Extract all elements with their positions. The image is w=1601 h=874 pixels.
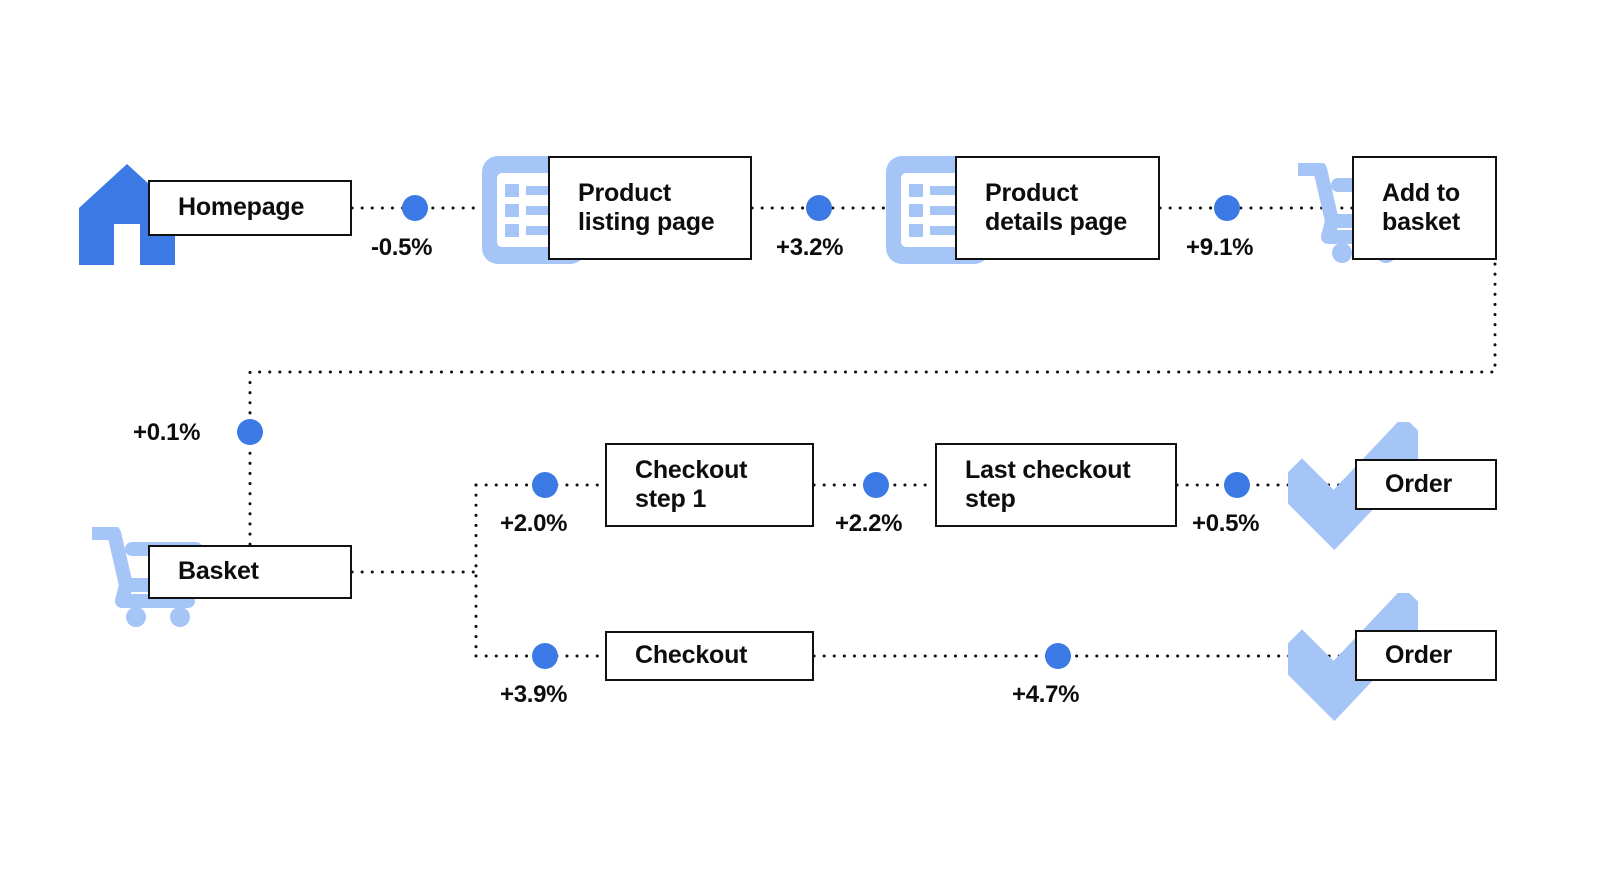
edge-value-product-details-to-add-to-basket: +9.1% bbox=[1186, 234, 1254, 261]
node-last-checkout-step[interactable]: Last checkout step bbox=[935, 443, 1177, 527]
edge-value-product-listing-to-product-details: +3.2% bbox=[776, 234, 844, 261]
node-label: Order bbox=[1385, 469, 1453, 498]
node-product-details-page[interactable]: Product details page bbox=[955, 156, 1160, 260]
node-label: Add to basket bbox=[1382, 178, 1461, 237]
edge-value-checkout-to-order-bottom: +4.7% bbox=[1012, 681, 1080, 708]
node-homepage[interactable]: Homepage bbox=[148, 180, 352, 236]
edge-value-basket-to-checkout-step-1: +2.0% bbox=[500, 510, 568, 537]
edge-value-checkout-step-1-to-last-checkout-step: +2.2% bbox=[835, 510, 903, 537]
node-product-listing-page[interactable]: Product listing page bbox=[548, 156, 752, 260]
node-label: Product listing page bbox=[578, 178, 715, 237]
edge-dot-checkout-to-order-bottom[interactable] bbox=[1045, 643, 1071, 669]
node-label: Basket bbox=[178, 557, 259, 586]
edge-dot-last-checkout-step-to-order-top[interactable] bbox=[1224, 472, 1250, 498]
edge-value-homepage-to-product-listing: -0.5% bbox=[371, 234, 433, 261]
node-order-bottom[interactable]: Order bbox=[1355, 630, 1497, 681]
edge-dot-product-listing-to-product-details[interactable] bbox=[806, 195, 832, 221]
node-checkout-step-1[interactable]: Checkout step 1 bbox=[605, 443, 814, 527]
node-label: Order bbox=[1385, 640, 1453, 669]
edge-dot-basket-to-checkout[interactable] bbox=[532, 643, 558, 669]
node-label: Checkout step 1 bbox=[635, 455, 748, 514]
edge-value-basket-to-checkout: +3.9% bbox=[500, 681, 568, 708]
edge-dot-product-details-to-add-to-basket[interactable] bbox=[1214, 195, 1240, 221]
edge-dot-add-to-basket-to-basket[interactable] bbox=[237, 419, 263, 445]
node-add-to-basket[interactable]: Add to basket bbox=[1352, 156, 1497, 260]
node-label: Last checkout step bbox=[965, 455, 1131, 514]
node-label: Homepage bbox=[178, 193, 305, 222]
node-label: Product details page bbox=[985, 178, 1128, 237]
node-basket[interactable]: Basket bbox=[148, 545, 352, 599]
node-checkout[interactable]: Checkout bbox=[605, 631, 814, 681]
edge-dot-homepage-to-product-listing[interactable] bbox=[402, 195, 428, 221]
edge-dot-checkout-step-1-to-last-checkout-step[interactable] bbox=[863, 472, 889, 498]
node-order-top[interactable]: Order bbox=[1355, 459, 1497, 510]
node-label: Checkout bbox=[635, 641, 748, 670]
edge-dot-basket-to-checkout-step-1[interactable] bbox=[532, 472, 558, 498]
edge-value-add-to-basket-to-basket: +0.1% bbox=[133, 419, 201, 446]
edge-value-last-checkout-step-to-order-top: +0.5% bbox=[1192, 510, 1260, 537]
